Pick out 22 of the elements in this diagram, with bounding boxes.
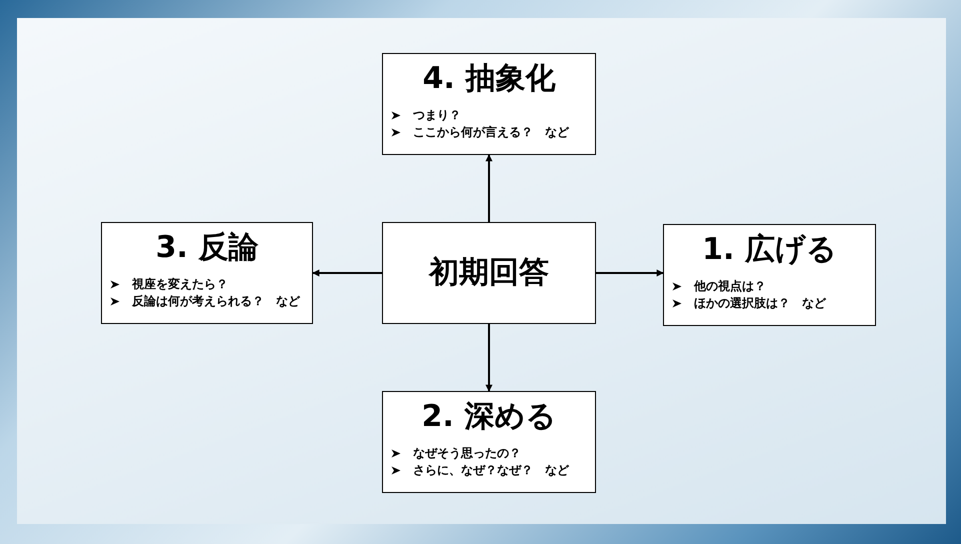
bullet-text: ほかの選択肢は？ など: [694, 295, 826, 312]
bullet-text: つまり？: [413, 107, 461, 124]
center-box: [382, 222, 596, 324]
box-heading: 3. 反論: [154, 230, 260, 266]
bullet-text: 視座を変えたら？: [132, 276, 228, 293]
bullet-text: ここから何が言える？ など: [413, 124, 569, 141]
step-box: [382, 391, 596, 493]
bullet-text: 反論は何が考えられる？ など: [132, 293, 300, 310]
step-box: [382, 53, 596, 155]
arrow: [486, 154, 492, 222]
box-heading: 初期回答: [429, 255, 549, 291]
step-box: [101, 222, 313, 324]
arrow: [486, 324, 492, 392]
bullet-text: さらに、なぜ？なぜ？ など: [413, 462, 569, 479]
box-heading: 1. 広げる: [701, 232, 838, 268]
box-heading: 4. 抽象化: [422, 61, 556, 97]
bullet-text: なぜそう思ったの？: [413, 445, 521, 462]
arrow: [596, 270, 664, 276]
box-heading: 2. 深める: [420, 399, 558, 435]
bullet-text: 他の視点は？: [694, 278, 766, 295]
step-box: [663, 224, 876, 326]
arrow: [312, 270, 382, 276]
